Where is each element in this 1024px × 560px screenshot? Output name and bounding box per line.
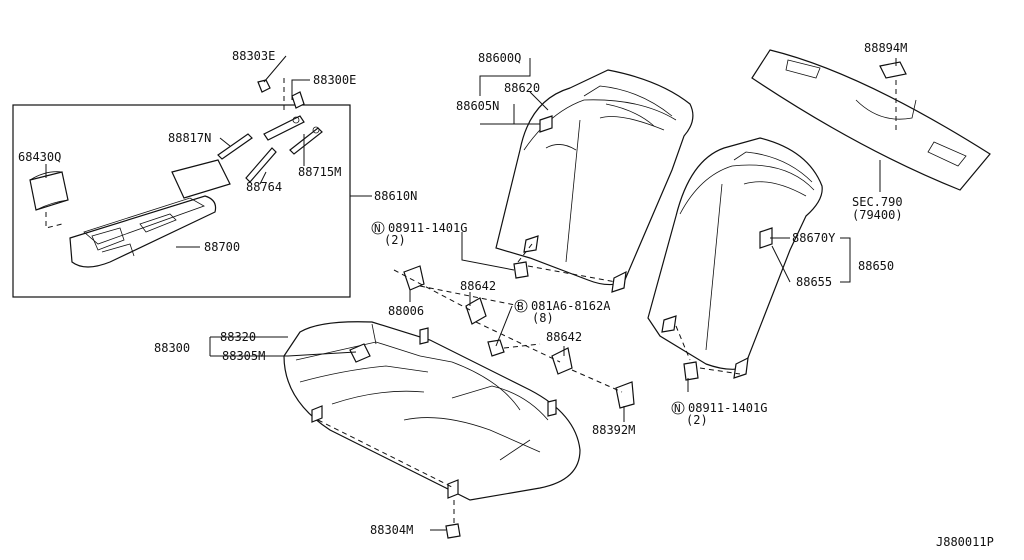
label-88305M: 88305M <box>222 349 265 363</box>
screw-88303E <box>257 79 271 93</box>
armrest-pad <box>171 159 231 199</box>
label-08911-lower-qty: (2) <box>686 413 708 427</box>
label-88670Y: 88670Y <box>792 231 836 245</box>
label-88620: 88620 <box>504 81 540 95</box>
bolt-081A6 <box>487 339 505 357</box>
armrest-detail-box <box>12 104 351 298</box>
label-08911-upper-qty: (2) <box>384 233 406 247</box>
diagram-id: J880011P <box>936 535 994 549</box>
label-88700: 88700 <box>204 240 240 254</box>
nut-08911-upper <box>513 261 529 279</box>
seatback-left-88600Q <box>495 69 694 293</box>
n-mark-upper <box>371 221 385 235</box>
label-88817N: 88817N <box>168 131 211 145</box>
seat-cushion-88300 <box>283 321 581 501</box>
pin-88817N <box>217 133 253 160</box>
label-88320: 88320 <box>220 330 256 344</box>
clip-88300E <box>291 91 305 109</box>
nut-08911-lower <box>683 361 699 381</box>
label-88006: 88006 <box>388 304 424 318</box>
bracket-88642-upper <box>465 297 487 325</box>
armrest-body-88700 <box>69 195 217 268</box>
label-88303E: 88303E <box>232 49 275 63</box>
label-081A6-8162A: 081A6-8162A <box>531 299 611 313</box>
label-88392M: 88392M <box>592 423 635 437</box>
label-88300: 88300 <box>154 341 190 355</box>
clip-88304M <box>445 523 461 539</box>
seatback-right-88650 <box>647 137 823 379</box>
cup-holder-lid-68430Q <box>29 171 69 229</box>
hinge-88715M <box>263 115 323 155</box>
label-88655: 88655 <box>796 275 832 289</box>
label-88300E: 88300E <box>313 73 356 87</box>
label-081A6-qty: (8) <box>532 311 554 325</box>
n-mark-upper-text: N <box>374 222 381 235</box>
b-mark-text: B <box>517 300 524 313</box>
label-88304M: 88304M <box>370 523 413 537</box>
rod-88764 <box>245 147 277 183</box>
label-88715M: 88715M <box>298 165 341 179</box>
n-mark-lower-text: N <box>674 402 681 415</box>
label-88600Q: 88600Q <box>478 51 521 65</box>
label-68430Q: 68430Q <box>18 150 61 164</box>
label-sec790-ref: (79400) <box>852 208 903 222</box>
bracket-88006 <box>403 265 425 291</box>
parcel-shelf-sec790 <box>751 49 991 191</box>
label-88605N: 88605N <box>456 99 499 113</box>
label-88894M: 88894M <box>864 41 907 55</box>
bracket-88642-lower <box>551 347 573 375</box>
label-88642-lower: 88642 <box>546 330 582 344</box>
bracket-88392M <box>615 381 635 409</box>
label-08911-upper: 08911-1401G <box>388 221 467 235</box>
label-08911-lower: 08911-1401G <box>688 401 767 415</box>
label-88610N: 88610N <box>374 189 417 203</box>
n-mark-lower <box>671 401 685 415</box>
label-88650: 88650 <box>858 259 894 273</box>
label-88764: 88764 <box>246 180 282 194</box>
b-mark <box>514 299 528 313</box>
label-sec790: SEC.790 <box>852 195 903 209</box>
label-88642-upper: 88642 <box>460 279 496 293</box>
